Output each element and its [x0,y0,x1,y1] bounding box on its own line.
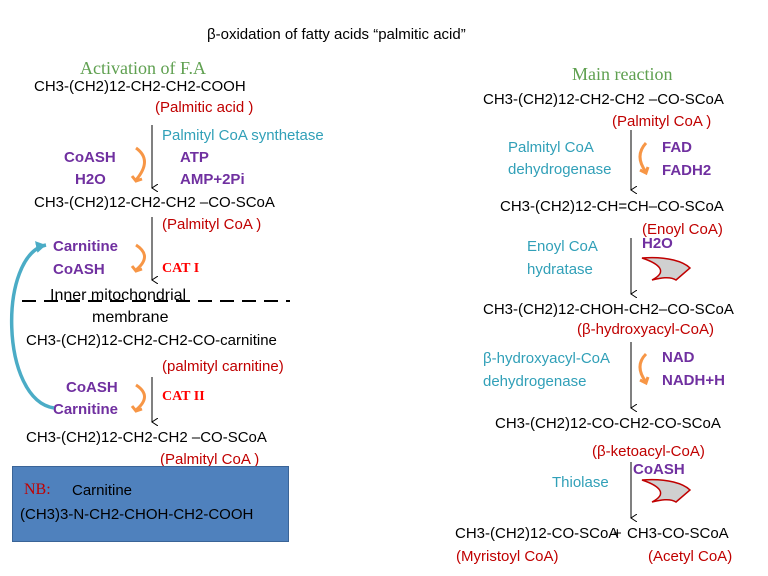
membrane-label-line-1: Inner mitochondrial [50,287,187,304]
right-name-hydroxyacyl-coa: (β-hydroxyacyl-CoA) [577,321,714,338]
palmityl-coa-name-2: (Palmityl CoA ) [160,451,260,468]
carnitine-label-2: Carnitine [53,401,119,418]
palmitic-acid-formula: CH3-(CH2)12-CH2-CH2-COOH [34,78,246,95]
product-plus-sign: + [613,525,622,542]
swoosh-arrow-h2o [641,256,692,281]
right-name-enoyl-coa: (Enoyl CoA) [642,221,723,238]
h2o-label: H2O [75,171,106,188]
product-acetyl-coa-formula: CH3-CO-SCoA [627,525,729,542]
right-name-ketoacyl-coa: (β-ketoacyl-CoA) [592,443,705,460]
fadh2-label: FADH2 [662,162,712,179]
right-formula-enoyl-coa: CH3-(CH2)12-CH=CH–CO-SCoA [500,198,724,215]
right-formula-palmityl-coa: CH3-(CH2)12-CH2-CH2 –CO-SCoA [483,91,724,108]
enzyme-enoyl-coa-hydratase-line-2: hydratase [527,261,593,278]
curved-arrow-fad [638,141,648,173]
enzyme-thiolase: Thiolase [552,474,609,491]
product-myristoyl-coa-formula: CH3-(CH2)12-CO-SCoA [455,525,619,542]
main-reaction-title: Main reaction [572,64,673,84]
activation-section-title: Activation of F.A [80,58,207,78]
enzyme-palmityl-coa-synthetase: Palmityl CoA synthetase [162,127,324,144]
right-name-palmityl-coa: (Palmityl CoA ) [612,113,712,130]
h2o-right-label: H2O [642,235,673,252]
coash-label-3: CoASH [66,379,118,396]
palmityl-coa-name-1: (Palmityl CoA ) [162,216,262,233]
coash-label: CoASH [64,149,116,166]
enzyme-hydroxyacyl-coa-dehydrogenase-line-2: dehydrogenase [483,373,587,390]
note-carnitine-text: Carnitine [72,482,133,499]
palmityl-carnitine-name: (palmityl carnitine) [162,358,284,375]
membrane-label-line-2: membrane [92,309,169,326]
palmityl-coa-formula-2: CH3-(CH2)12-CH2-CH2 –CO-SCoA [26,429,267,446]
product-acetyl-coa-name: (Acetyl CoA) [648,548,733,565]
curved-arrow-activation [134,146,146,181]
coash-label-2: CoASH [53,261,105,278]
right-formula-hydroxyacyl-coa: CH3-(CH2)12-CHOH-CH2–CO-SCoA [483,301,734,318]
amp-label: AMP+2Pi [180,171,245,188]
carnitine-recycle-arrow [10,241,55,410]
curved-arrow-cat1 [135,243,146,272]
enzyme-palmityl-coa-dehydrogenase-line-2: dehydrogenase [508,161,612,178]
carnitine-note-box [12,466,289,542]
nad-label: NAD [662,349,695,366]
enzyme-hydroxyacyl-coa-dehydrogenase-line-1: β-hydroxyacyl-CoA [483,350,610,367]
curved-arrow-nad [638,352,648,383]
palmityl-coa-formula-1: CH3-(CH2)12-CH2-CH2 –CO-SCoA [34,194,275,211]
right-formula-ketoacyl-coa: CH3-(CH2)12-CO-CH2-CO-SCoA [495,415,721,432]
page-title: β-oxidation of fatty acids “palmitic aci… [207,26,466,43]
enzyme-palmityl-coa-dehydrogenase-line-1: Palmityl CoA [508,139,594,156]
coash-right-label: CoASH [633,461,685,478]
nadh-label: NADH+H [662,372,725,389]
fad-label: FAD [662,139,692,156]
enzyme-enoyl-coa-hydratase-line-1: Enoyl CoA [527,238,598,255]
palmityl-carnitine-formula: CH3-(CH2)12-CH2-CH2-CO-carnitine [26,332,277,349]
cat-2-label: CAT II [162,389,205,404]
atp-label: ATP [180,149,209,166]
note-carnitine-formula: (CH3)3-N-CH2-CHOH-CH2-COOH [20,506,254,523]
curved-arrow-cat2 [135,383,146,412]
cat-1-label: CAT I [162,261,200,276]
carnitine-label-1: Carnitine [53,238,119,255]
product-myristoyl-coa-name: (Myristoyl CoA) [456,548,559,565]
note-nb-label: NB: [24,481,51,498]
swoosh-arrow-coash [641,478,692,503]
palmitic-acid-name: (Palmitic acid ) [155,99,254,116]
